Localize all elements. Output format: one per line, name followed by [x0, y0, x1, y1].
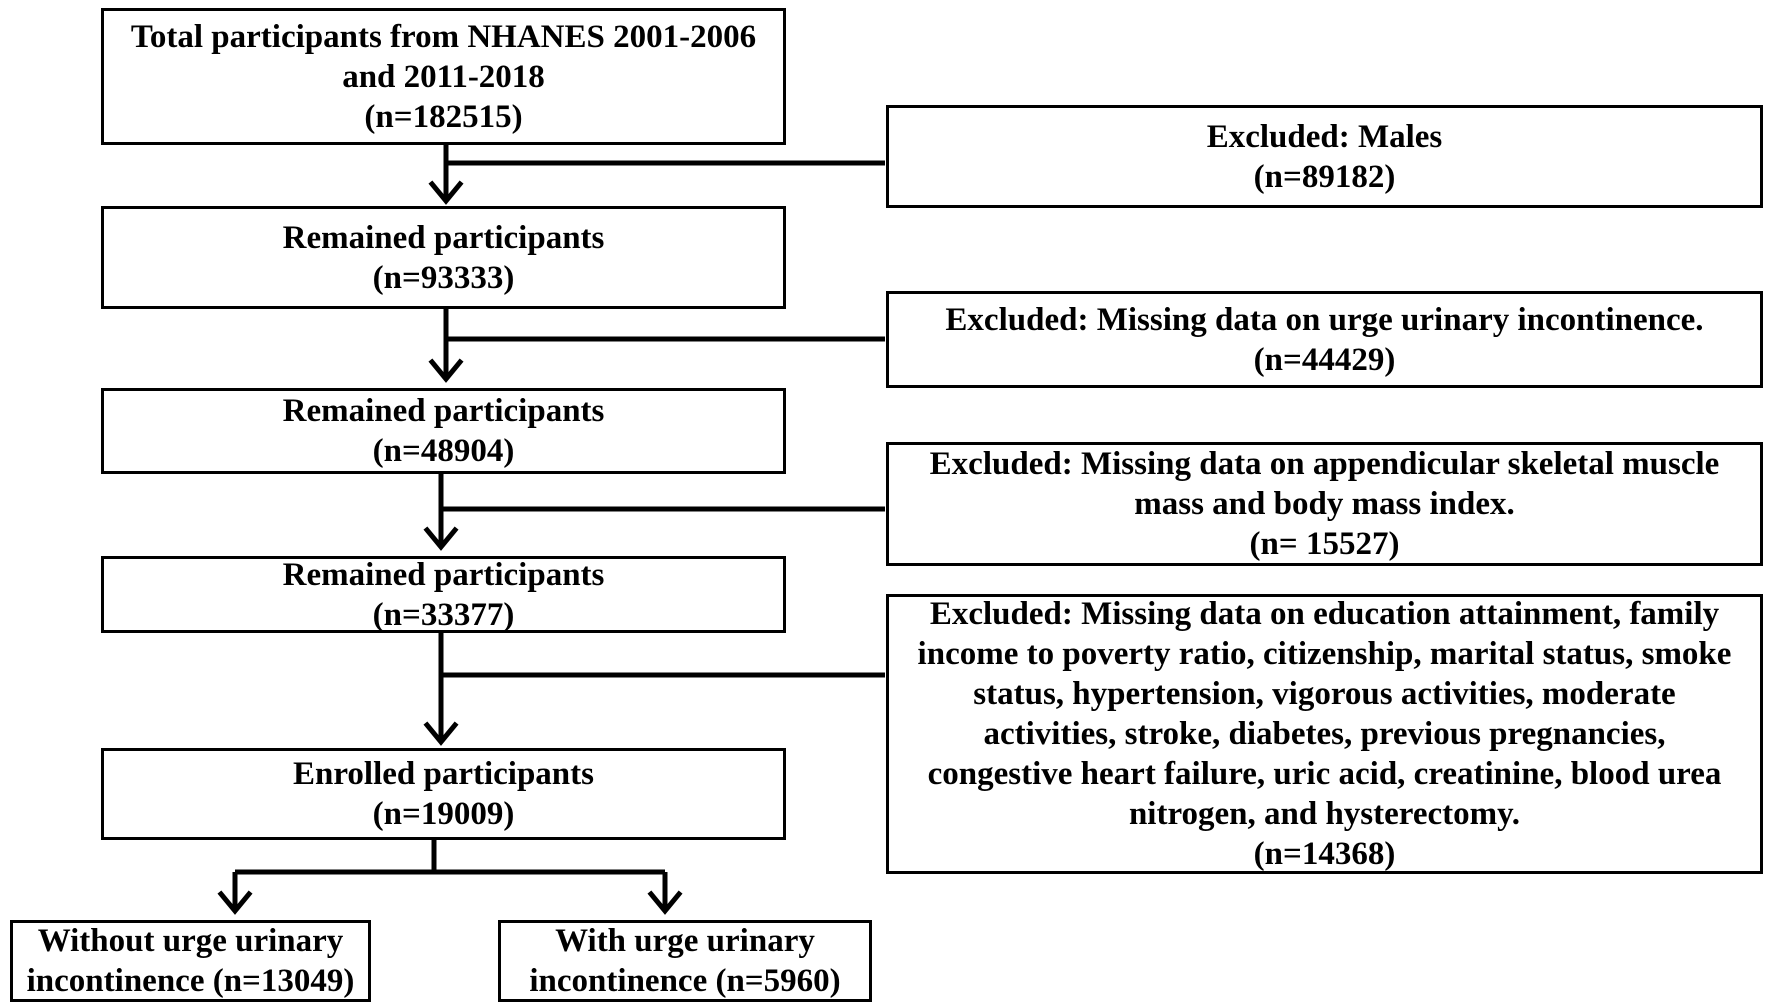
with-uui-line2: incontinence (n=5960)	[529, 963, 841, 999]
without-uui-line2: incontinence (n=13049)	[26, 963, 355, 999]
excluded-missing-muscle-bmi-line1: Excluded: Missing data on appendicular s…	[929, 446, 1720, 482]
excluded-missing-covariates-line2: income to poverty ratio, citizenship, ma…	[917, 636, 1732, 672]
excluded-missing-muscle-bmi-line2: mass and body mass index.	[1134, 486, 1515, 522]
arrowhead-remained1	[428, 180, 464, 205]
total-participants-line2: and 2011-2018	[342, 58, 545, 95]
excluded-missing-covariates-box: Excluded: Missing data on education atta…	[886, 594, 1763, 874]
excluded-males-count: (n=89182)	[1253, 158, 1396, 195]
enrolled-participants-label: Enrolled participants	[292, 756, 594, 792]
excluded-missing-covariates-line3: status, hypertension, vigorous activitie…	[973, 676, 1676, 712]
enrolled-participants-count: (n=19009)	[372, 796, 515, 832]
total-participants-line1: Total participants from NHANES 2001-2006	[130, 18, 757, 55]
remained-participants-box-2: Remained participants (n=48904)	[101, 388, 786, 474]
remained-participants-box-3: Remained participants (n=33377)	[101, 556, 786, 633]
without-uui-box: Without urge urinary incontinence (n=130…	[10, 920, 371, 1002]
total-participants-count: (n=182515)	[364, 98, 523, 135]
excluded-missing-uui-box: Excluded: Missing data on urge urinary i…	[886, 291, 1763, 388]
excluded-missing-covariates-line6: nitrogen, and hysterectomy.	[1128, 796, 1521, 832]
excluded-missing-uui-label: Excluded: Missing data on urge urinary i…	[945, 301, 1704, 338]
arrowhead-with-uui	[647, 890, 683, 915]
remained-participants-count: (n=33377)	[372, 596, 515, 633]
arrowhead-remained2	[428, 358, 464, 383]
excluded-missing-muscle-bmi-count: (n= 15527)	[1249, 526, 1400, 562]
excluded-missing-covariates-line1: Excluded: Missing data on education atta…	[929, 596, 1720, 632]
excluded-missing-covariates-line5: congestive heart failure, uric acid, cre…	[927, 756, 1722, 792]
with-uui-line1: With urge urinary	[555, 923, 815, 959]
with-uui-box: With urge urinary incontinence (n=5960)	[498, 920, 872, 1002]
remained-participants-box-1: Remained participants (n=93333)	[101, 206, 786, 309]
remained-participants-label: Remained participants	[282, 219, 605, 256]
excluded-males-label: Excluded: Males	[1206, 118, 1443, 155]
remained-participants-label: Remained participants	[282, 393, 605, 429]
without-uui-line1: Without urge urinary	[37, 923, 344, 959]
remained-participants-label: Remained participants	[282, 556, 605, 593]
excluded-missing-uui-count: (n=44429)	[1253, 341, 1396, 378]
arrowhead-remained3	[423, 526, 459, 551]
excluded-males-box: Excluded: Males (n=89182)	[886, 105, 1763, 208]
excluded-missing-covariates-line4: activities, stroke, diabetes, previous p…	[983, 716, 1666, 752]
arrowhead-enrolled	[423, 721, 459, 746]
remained-participants-count: (n=93333)	[372, 259, 515, 296]
excluded-missing-covariates-count: (n=14368)	[1253, 836, 1396, 872]
excluded-missing-muscle-bmi-box: Excluded: Missing data on appendicular s…	[886, 442, 1763, 566]
remained-participants-count: (n=48904)	[372, 433, 515, 469]
enrolled-participants-box: Enrolled participants (n=19009)	[101, 748, 786, 840]
total-participants-box: Total participants from NHANES 2001-2006…	[101, 8, 786, 145]
arrowhead-without-uui	[217, 890, 253, 915]
